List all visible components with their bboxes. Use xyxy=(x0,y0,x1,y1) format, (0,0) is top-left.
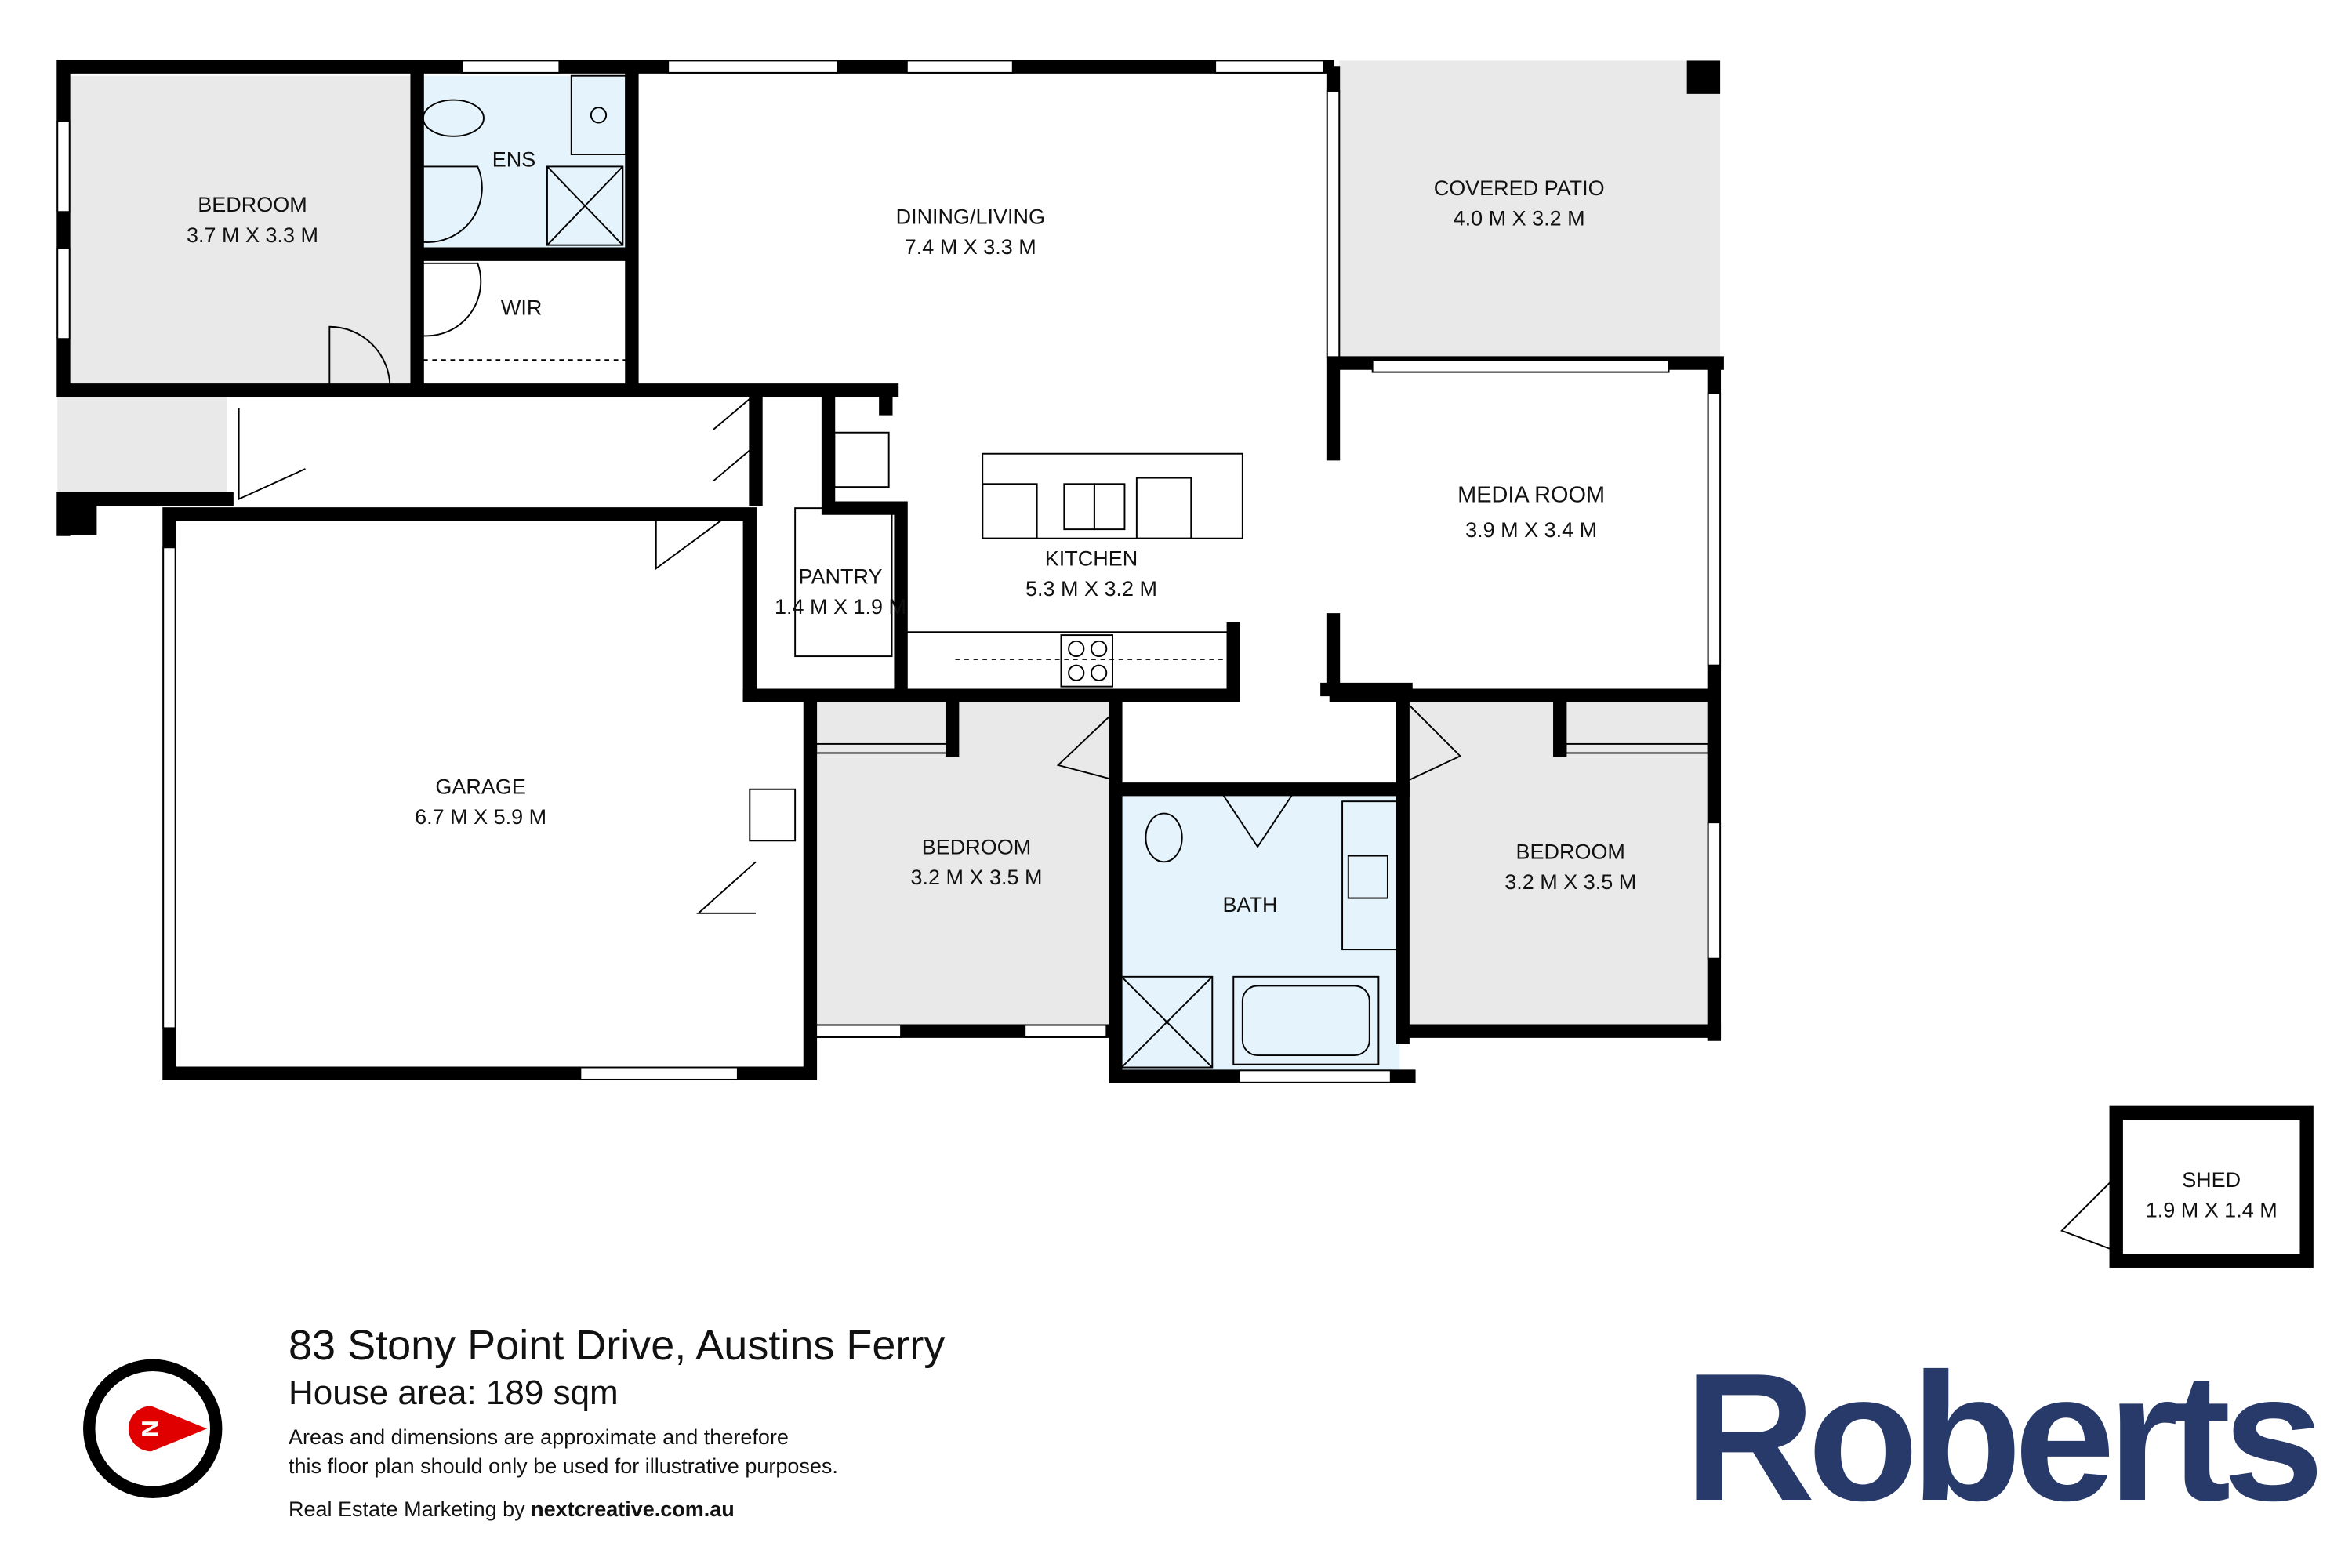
bedroom2-fill xyxy=(816,699,1113,1032)
garage-name: GARAGE xyxy=(435,775,525,799)
bedroom2-size: 3.2 M X 3.5 M xyxy=(911,866,1043,889)
disclaimer-line-1: Areas and dimensions are approximate and… xyxy=(289,1425,789,1449)
doors[interactable] xyxy=(238,165,2111,1250)
brand-logo: Roberts xyxy=(1684,1336,2325,1539)
shed-name: SHED xyxy=(2182,1168,2241,1192)
patio-fill xyxy=(1339,60,1721,361)
bedroom1-size: 3.7 M X 3.3 M xyxy=(187,223,318,247)
house-area: House area: 189 sqm xyxy=(289,1374,619,1412)
north-compass-icon: N xyxy=(83,1359,223,1498)
credit-prefix: Real Estate Marketing by xyxy=(289,1497,532,1521)
dining-name: DINING/LIVING xyxy=(896,205,1045,229)
disclaimer-line-2: this floor plan should only be used for … xyxy=(289,1454,838,1478)
patio-size: 4.0 M X 3.2 M xyxy=(1454,207,1585,230)
dining-size: 7.4 M X 3.3 M xyxy=(905,235,1036,259)
credit-line: Real Estate Marketing by nextcreative.co… xyxy=(289,1497,735,1522)
patio-name: COVERED PATIO xyxy=(1434,176,1605,200)
bath-name: BATH xyxy=(1222,893,1277,916)
kitchen-name: KITCHEN xyxy=(1045,546,1138,570)
bedroom2-name: BEDROOM xyxy=(922,836,1031,859)
room-labels: BEDROOM 3.7 M X 3.3 M ENS WIR DINING/LIV… xyxy=(187,147,2278,1221)
ens-name: ENS xyxy=(492,147,535,171)
compass-letter: N xyxy=(136,1420,164,1437)
bedroom3-size: 3.2 M X 3.5 M xyxy=(1504,870,1636,894)
ens-fill xyxy=(423,75,626,252)
kitchen-island xyxy=(982,452,1243,539)
bedroom3-name: BEDROOM xyxy=(1515,840,1624,863)
bedroom1-name: BEDROOM xyxy=(198,193,307,216)
bathtub-icon xyxy=(1232,975,1380,1065)
shed-size: 1.9 M X 1.4 M xyxy=(2146,1198,2278,1221)
bedroom1-fill xyxy=(66,75,415,387)
pantry-name: PANTRY xyxy=(798,565,882,589)
property-address: 83 Stony Point Drive, Austins Ferry xyxy=(289,1322,946,1369)
media-size: 3.9 M X 3.4 M xyxy=(1465,518,1597,542)
credit-link[interactable]: nextcreative.com.au xyxy=(531,1497,735,1521)
pantry-size: 1.4 M X 1.9 M xyxy=(775,595,906,619)
garage-size: 6.7 M X 5.9 M xyxy=(415,805,546,829)
toilet-icon xyxy=(422,99,485,137)
shower-icon xyxy=(546,165,624,246)
media-name: MEDIA ROOM xyxy=(1457,482,1605,507)
windows[interactable] xyxy=(56,60,1722,1083)
kitchen-size: 5.3 M X 3.2 M xyxy=(1025,577,1157,601)
sink-icon xyxy=(1063,483,1095,531)
fixtures xyxy=(422,74,1709,1069)
entry-fill xyxy=(57,396,227,503)
cooktop-icon xyxy=(1060,634,1113,688)
wir-name: WIR xyxy=(501,296,542,319)
